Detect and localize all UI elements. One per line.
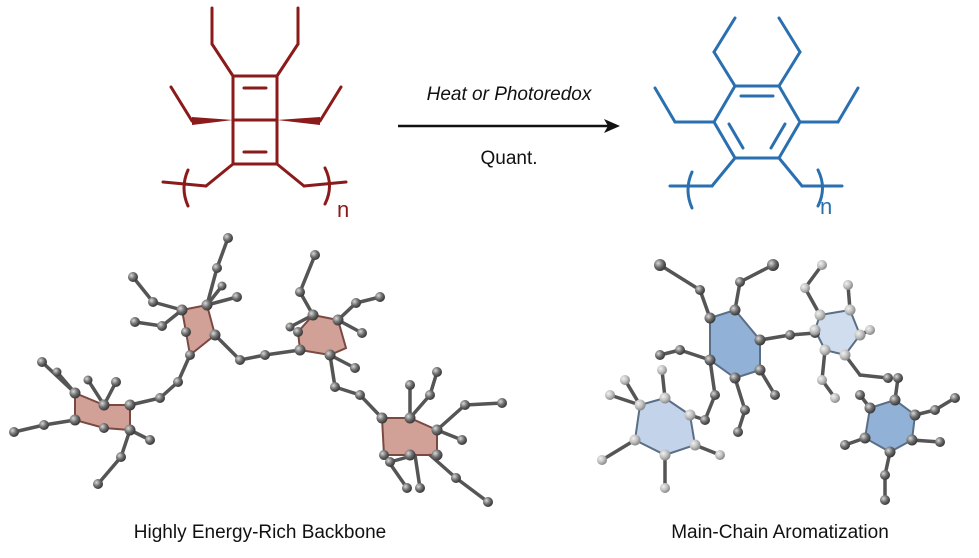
right-model-caption: Main-Chain Aromatization xyxy=(671,522,889,543)
left-model-caption: Highly Energy-Rich Backbone xyxy=(133,522,387,543)
right-3d-model xyxy=(597,259,960,505)
reaction-arrow xyxy=(398,119,620,133)
wedge-bond-right xyxy=(277,117,320,125)
left-3d-model xyxy=(9,233,507,507)
reactant-repeat-subscript: n xyxy=(337,197,350,222)
cyclobutane-rings xyxy=(74,303,438,456)
product-repeat-subscript: n xyxy=(820,194,833,219)
reaction-condition-bottom: Quant. xyxy=(480,148,538,169)
reaction-condition-top: Heat or Photoredox xyxy=(426,84,592,105)
reactant-structure xyxy=(161,6,348,208)
wedge-bond-left xyxy=(192,117,233,125)
product-structure xyxy=(653,16,860,210)
